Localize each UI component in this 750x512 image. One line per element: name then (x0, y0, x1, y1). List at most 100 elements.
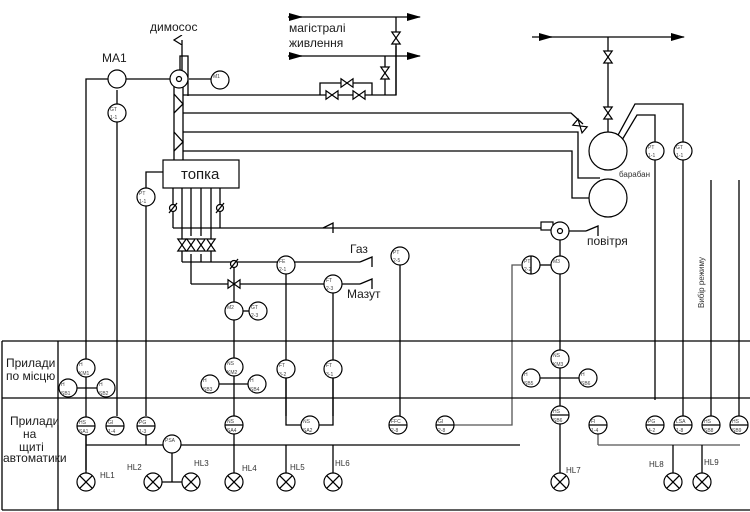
valve-icon[interactable] (176, 238, 188, 252)
instrument-ft23-tag: FT (326, 278, 332, 284)
lamp-label: HL1 (100, 471, 115, 480)
ma1-label: МА1 (102, 51, 127, 65)
indicator-lamp-hl4[interactable] (224, 472, 244, 492)
local-hsb2-tag: H (99, 382, 103, 388)
valve-icon[interactable] (205, 238, 217, 252)
motor-m1[interactable]: M1 (210, 70, 230, 90)
indicator-lamp-hl1[interactable] (76, 472, 96, 492)
valve-icon[interactable] (325, 89, 339, 101)
instrument-gt23[interactable]: GT2-3 (248, 301, 268, 321)
local-ft32[interactable]: FT3-2 (276, 359, 296, 379)
instrument-fe21-tag: FE (279, 259, 286, 265)
valve-icon[interactable] (602, 106, 614, 120)
valve-icon[interactable] (185, 238, 197, 252)
local-hkm1-number: KM1 (79, 371, 90, 377)
furnace-block[interactable] (162, 159, 240, 189)
panel-fi14-number: 1-4 (591, 428, 598, 434)
valve-icon[interactable] (390, 31, 402, 45)
instrument-pt25[interactable]: PT2-5 (390, 246, 410, 266)
valve-icon[interactable] (379, 66, 391, 80)
gas-label: Газ (350, 242, 368, 256)
local-hsb2-number: SB2 (99, 391, 109, 397)
fan-hub-icon (175, 75, 183, 83)
valve-icon[interactable] (352, 89, 366, 101)
valve-icon[interactable] (340, 77, 354, 89)
instrument-gt23-tag: GT (251, 305, 258, 311)
indicator-lamp-hl9[interactable] (692, 472, 712, 492)
local-ft31[interactable]: FT 3-1 (323, 359, 343, 379)
indicator-lamp-hl6[interactable] (323, 472, 343, 492)
panel-gi14[interactable]: GI1-4 (105, 416, 125, 436)
panel-gi28[interactable]: GI2-8 (435, 415, 455, 435)
panel-psa[interactable]: PSA (162, 434, 182, 454)
indicator-lamp-hl7[interactable] (550, 472, 570, 492)
motor-m2[interactable]: M2 (224, 301, 244, 321)
local-ft32-tag: FT (279, 363, 285, 369)
panel-nssa2[interactable]: NS SA2 (300, 415, 320, 435)
panel-lsa18-number: 1-8 (676, 428, 683, 434)
valve-icon[interactable] (571, 117, 589, 135)
lamp-label: HL8 (649, 460, 664, 469)
local-hsb2[interactable]: H SB2 (96, 378, 116, 398)
instrument-ft23[interactable]: FT2-3 (323, 274, 343, 294)
valve-icon[interactable] (227, 278, 241, 290)
panel-nssa2-number: SA2 (303, 428, 313, 434)
panel-nssa2-tag: NS (303, 419, 311, 425)
panel-nssa4-tag: NS (227, 419, 235, 425)
ma1-actuator[interactable] (107, 69, 127, 89)
lower-drum-vessel[interactable] (588, 178, 628, 218)
instrument-gt11b[interactable]: GT1-1 (673, 141, 693, 161)
supply-mains-label-1: магістралі (289, 21, 345, 35)
instrument-fe21[interactable]: FE2-1 (276, 255, 296, 275)
local-hsb1-number: SB1 (61, 391, 71, 397)
lamp-label: HL3 (194, 459, 209, 468)
indicator-lamp-hl8[interactable] (663, 472, 683, 492)
panel-psa-tag: PSA (165, 438, 176, 444)
instrument-pt11a-tag: PT (139, 191, 145, 197)
indicator-lamp-hl2[interactable] (143, 472, 163, 492)
motor-m1-tag: M1 (213, 74, 220, 80)
instrument-pt11a[interactable]: PT1-1 (136, 187, 156, 207)
panel-devices-label-2: на (23, 427, 37, 441)
panel-pg42[interactable]: PG4-2 (645, 415, 665, 435)
local-ft31-tag: FT (326, 363, 332, 369)
panel-devices: HKM1HSB1HSB2NSKM2HSB3HSB4FT3-2FT3-1NSKM3… (58, 349, 749, 492)
panel-pg13[interactable]: PG1-3 (136, 416, 156, 436)
panel-hssb8-number: SB8 (704, 428, 714, 434)
panel-hssa1-tag: HS (79, 420, 87, 426)
panel-pg13-number: 1-3 (139, 429, 146, 435)
valve-icon[interactable] (602, 50, 614, 64)
lamp-label: HL6 (335, 459, 350, 468)
panel-hssa1[interactable]: HS SA1 (76, 416, 96, 436)
local-ft31-number: 3-1 (326, 372, 333, 378)
motor-m3[interactable]: M3 (550, 255, 570, 275)
instrument-pt11b-tag: PT (648, 145, 654, 151)
lamp-label: HL7 (566, 466, 581, 475)
panel-hssa1-number: SA1 (79, 429, 89, 435)
indicator-lamp-hl3[interactable] (181, 472, 201, 492)
indicator-lamp-hl5[interactable] (276, 472, 296, 492)
instrument-pt11b-number: 1-1 (648, 153, 655, 159)
instrument-gt11[interactable]: GT1-1 (107, 103, 127, 123)
panel-fi14[interactable]: FI1-4 (588, 415, 608, 435)
valve-icon[interactable] (195, 238, 207, 252)
drum-vessel[interactable] (588, 131, 628, 171)
instrument-pt11b[interactable]: PT 1-1 (645, 141, 665, 161)
local-hsb5-number: SB5 (524, 381, 534, 387)
panel-gi28-number: 2-8 (438, 428, 445, 434)
panel-pg42-tag: PG (648, 419, 655, 425)
